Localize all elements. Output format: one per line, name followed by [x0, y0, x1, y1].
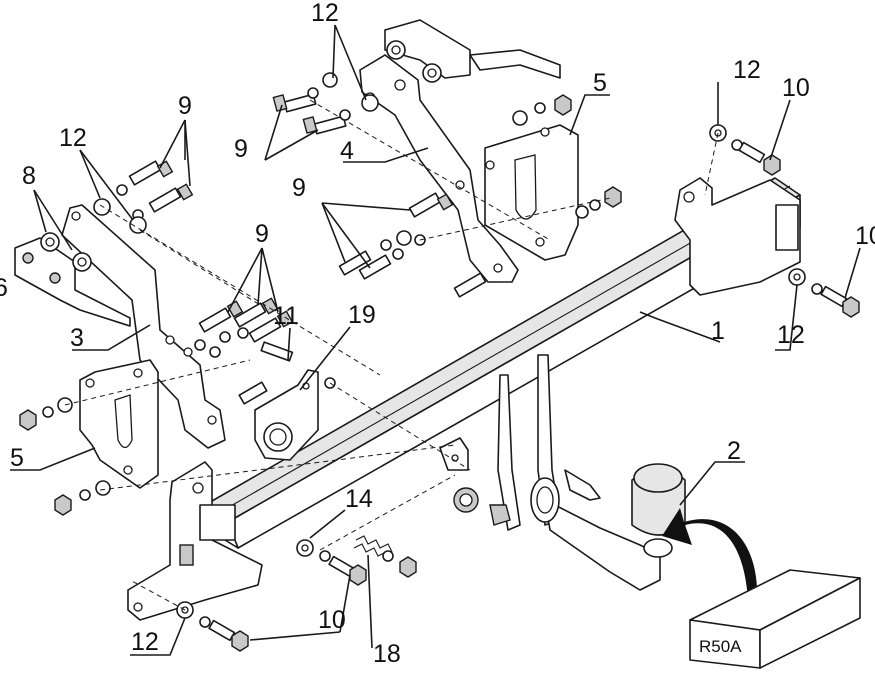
label-part-12-right: 12 [777, 321, 805, 349]
label-part-9-middle: 9 [292, 174, 306, 202]
fasteners-right-top [709, 124, 781, 176]
bolts-part-9-center [194, 297, 294, 358]
bracket-part-6 [14, 237, 131, 327]
label-part-6: 6 [0, 274, 8, 302]
fasteners-right-bottom [788, 268, 860, 318]
label-part-2: 2 [727, 437, 741, 465]
fasteners-bottom-left [176, 601, 249, 652]
label-part-8: 8 [22, 162, 36, 190]
label-part-12-top: 12 [311, 0, 339, 27]
washer-part-8 [40, 232, 92, 272]
box-label: R50A [699, 637, 742, 656]
label-part-3: 3 [70, 324, 84, 352]
leader-lines [10, 24, 861, 656]
bracket-part-4 [359, 54, 519, 283]
label-part-18: 18 [373, 640, 401, 668]
bracket-top-part [384, 19, 561, 83]
label-part-10-right: 10 [855, 222, 875, 250]
label-part-5-left: 5 [10, 444, 24, 472]
bracket-part-5-left [79, 359, 159, 489]
fasteners-bottom-middle [296, 539, 367, 586]
label-part-19: 19 [348, 301, 376, 329]
curved-arrow-icon [662, 508, 758, 602]
label-part-10-bottom: 10 [318, 606, 346, 634]
label-part-1: 1 [711, 317, 725, 345]
label-part-9-top: 9 [234, 135, 248, 163]
label-part-10-top: 10 [782, 74, 810, 102]
crossbar-part-1 [127, 177, 801, 621]
label-part-14: 14 [345, 485, 373, 513]
label-part-9-center: 9 [255, 220, 269, 248]
bracket-part-5-right [484, 124, 579, 261]
label-part-12-bottom: 12 [131, 628, 159, 656]
label-part-9-top-left: 9 [178, 92, 192, 120]
tow-ball-part-2 [453, 354, 686, 591]
label-part-12-left: 12 [59, 124, 87, 152]
coupling-box [689, 569, 861, 669]
label-part-11: 11 [273, 302, 299, 330]
label-part-5-right: 5 [593, 69, 607, 97]
label-part-12-top-right: 12 [733, 56, 761, 84]
bolts-part-9-left [93, 160, 194, 234]
small-bracket [439, 437, 469, 471]
part-number-labels: 1 2 3 4 5 5 6 8 9 9 9 9 10 10 10 11 12 1… [0, 0, 875, 668]
spring-part-18 [353, 535, 417, 578]
label-part-4: 4 [340, 137, 354, 165]
bracket-part-3 [61, 204, 226, 449]
